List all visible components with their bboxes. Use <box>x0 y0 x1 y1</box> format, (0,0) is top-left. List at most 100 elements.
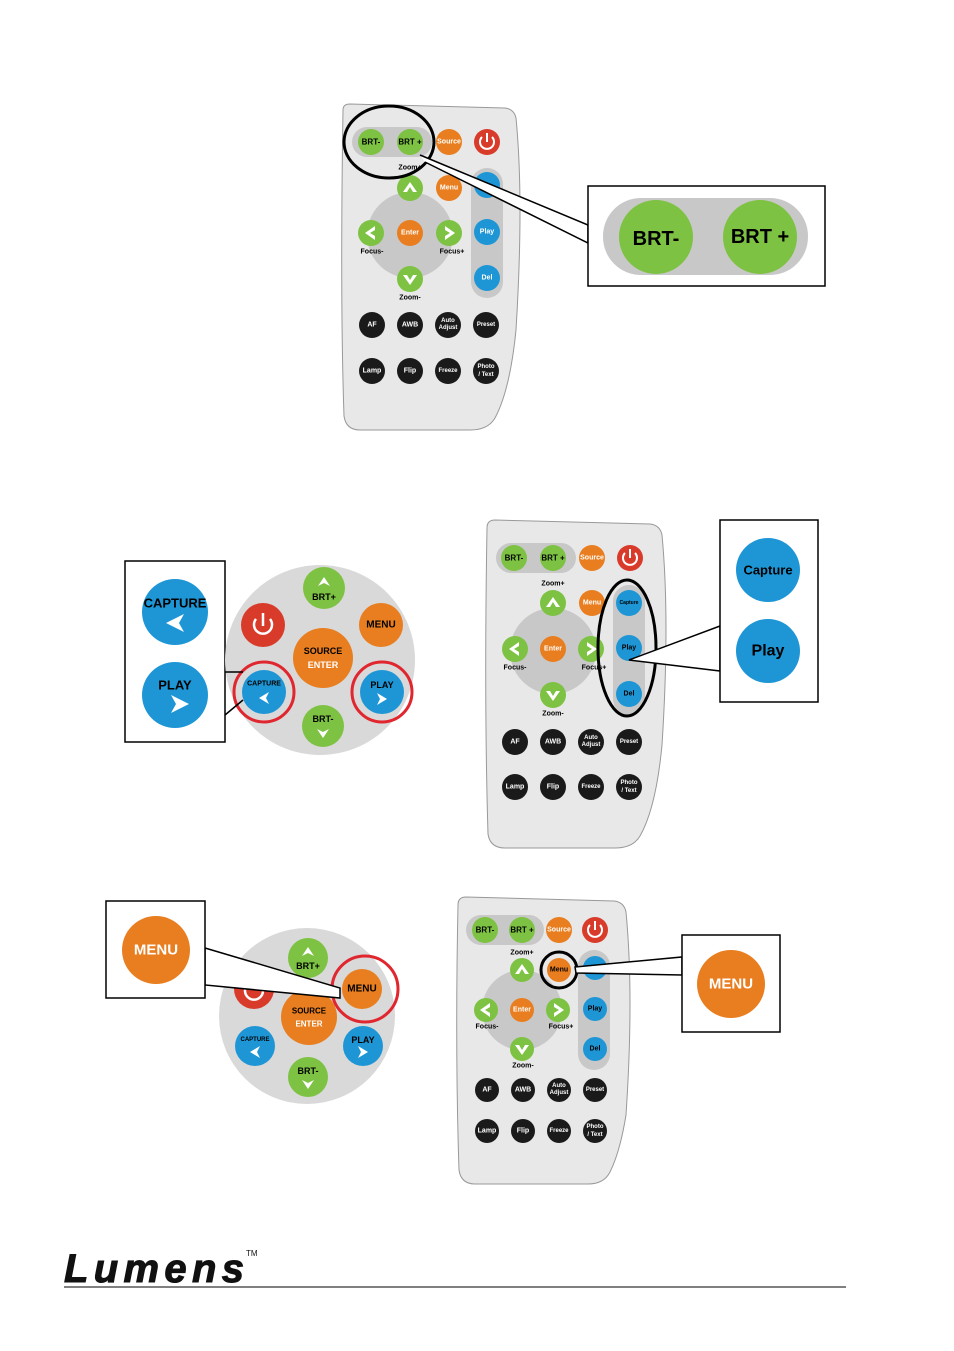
svg-text:Lamp: Lamp <box>478 1128 497 1135</box>
panel-brt-plus-button[interactable]: BRT+ <box>303 567 345 609</box>
menu-callout-left: MENU <box>122 916 190 984</box>
af-button[interactable]: AF <box>502 729 528 755</box>
zoom-plus-button[interactable] <box>510 958 534 982</box>
flip-button[interactable]: Flip <box>397 358 423 384</box>
af-button[interactable]: AF <box>359 312 385 338</box>
brt-minus-button[interactable]: BRT- <box>358 129 384 155</box>
panel-brt-minus-button[interactable]: BRT- <box>288 1057 328 1097</box>
del-button[interactable]: Del <box>616 681 642 707</box>
svg-text:BRT-: BRT- <box>476 926 495 935</box>
awb-button[interactable]: AWB <box>540 729 566 755</box>
preset-button[interactable]: Preset <box>473 312 499 338</box>
enter-button[interactable]: Enter <box>397 220 423 246</box>
capture-button[interactable]: Capture <box>616 590 642 616</box>
photo-text-button[interactable]: Photo/ Text <box>616 774 642 800</box>
lamp-button[interactable]: Lamp <box>475 1119 499 1143</box>
photo-text-button[interactable]: Photo/ Text <box>583 1119 607 1143</box>
brt-plus-button[interactable]: BRT + <box>397 129 423 155</box>
zoom-plus-button[interactable] <box>397 175 423 201</box>
flip-button[interactable]: Flip <box>511 1119 535 1143</box>
flip-button[interactable]: Flip <box>540 774 566 800</box>
zoom-plus-label: Zoom+ <box>510 950 533 957</box>
focus-minus-button[interactable] <box>502 636 528 662</box>
lumens-logo: Lumens <box>64 1247 244 1291</box>
freeze-button[interactable]: Freeze <box>435 358 461 384</box>
source-button[interactable]: Source <box>579 545 605 571</box>
play-callout-right: Play <box>736 619 800 683</box>
preset-button[interactable]: Preset <box>583 1078 607 1102</box>
awb-button[interactable]: AWB <box>397 312 423 338</box>
power-button[interactable] <box>582 917 608 943</box>
source-button[interactable]: Source <box>436 129 462 155</box>
svg-text:Freeze: Freeze <box>581 784 601 790</box>
af-button[interactable]: AF <box>475 1078 499 1102</box>
svg-text:Play: Play <box>588 1006 603 1013</box>
brt-minus-button[interactable]: BRT- <box>472 917 498 943</box>
svg-text:CAPTURE: CAPTURE <box>144 596 207 611</box>
play-button[interactable]: Play <box>583 997 607 1021</box>
focus-plus-button[interactable] <box>578 636 604 662</box>
panel-play-button[interactable]: PLAY <box>360 670 404 714</box>
panel-capture-button[interactable]: CAPTURE <box>235 1026 275 1066</box>
panel-brt-plus-button[interactable]: BRT+ <box>288 938 328 978</box>
lamp-button[interactable]: Lamp <box>359 358 385 384</box>
zoom-minus-button[interactable] <box>397 266 423 292</box>
svg-text:Enter: Enter <box>513 1007 531 1014</box>
source-button[interactable]: Source <box>546 917 572 943</box>
enter-button[interactable]: Enter <box>510 998 534 1022</box>
svg-text:Auto: Auto <box>584 735 598 741</box>
preset-button[interactable]: Preset <box>616 729 642 755</box>
del-button[interactable]: Del <box>474 265 500 291</box>
panel-capture-button[interactable]: CAPTURE <box>242 670 286 714</box>
focus-minus-button[interactable] <box>358 220 384 246</box>
awb-button[interactable]: AWB <box>511 1078 535 1102</box>
panel-power-button[interactable] <box>241 603 285 647</box>
panel-play-button[interactable]: PLAY <box>343 1026 383 1066</box>
focus-plus-label: Focus+ <box>582 665 607 672</box>
brt-plus-button[interactable]: BRT + <box>540 545 566 571</box>
freeze-button[interactable]: Freeze <box>547 1119 571 1143</box>
panel-menu-button[interactable]: MENU <box>359 603 403 647</box>
svg-text:AF: AF <box>510 739 520 746</box>
zoom-minus-button[interactable] <box>510 1037 534 1061</box>
lamp-button[interactable]: Lamp <box>502 774 528 800</box>
play-button[interactable]: Play <box>616 635 642 661</box>
brt-minus-button[interactable]: BRT- <box>501 545 527 571</box>
svg-text:Source: Source <box>437 139 461 146</box>
focus-plus-button[interactable] <box>436 220 462 246</box>
enter-button[interactable]: Enter <box>540 636 566 662</box>
menu-button[interactable]: Menu <box>436 175 462 201</box>
menu-button[interactable]: Menu <box>579 590 605 616</box>
del-button[interactable]: Del <box>583 1037 607 1061</box>
svg-text:AWB: AWB <box>402 322 418 329</box>
panel-brt-minus-button[interactable]: BRT- <box>302 705 344 747</box>
brt-minus-callout: BRT- <box>619 200 693 274</box>
svg-text:Menu: Menu <box>550 967 568 974</box>
freeze-button[interactable]: Freeze <box>578 774 604 800</box>
power-button[interactable] <box>474 129 500 155</box>
svg-text:Auto: Auto <box>552 1083 566 1089</box>
power-button[interactable] <box>617 545 643 571</box>
zoom-minus-label: Zoom- <box>542 711 564 718</box>
remote-bottom: BRT- BRT + Source Zoom+ Menu Enter Play … <box>456 896 781 1185</box>
focus-minus-button[interactable] <box>474 998 498 1022</box>
menu-callout-right: MENU <box>697 950 765 1018</box>
brt-plus-button[interactable]: BRT + <box>509 917 535 943</box>
photo-text-button[interactable]: Photo/ Text <box>473 358 499 384</box>
zoom-plus-button[interactable] <box>540 590 566 616</box>
focus-plus-button[interactable] <box>546 998 570 1022</box>
zoom-minus-button[interactable] <box>540 682 566 708</box>
focus-plus-label: Focus+ <box>440 249 465 256</box>
capture-play-highlight-ellipse <box>596 578 658 718</box>
callout-pointer <box>224 671 244 716</box>
svg-text:ENTER: ENTER <box>295 1020 322 1029</box>
panel-menu-button[interactable]: MENU <box>342 969 382 1009</box>
menu-button[interactable]: Menu <box>547 958 571 982</box>
play-button[interactable]: Play <box>474 219 500 245</box>
